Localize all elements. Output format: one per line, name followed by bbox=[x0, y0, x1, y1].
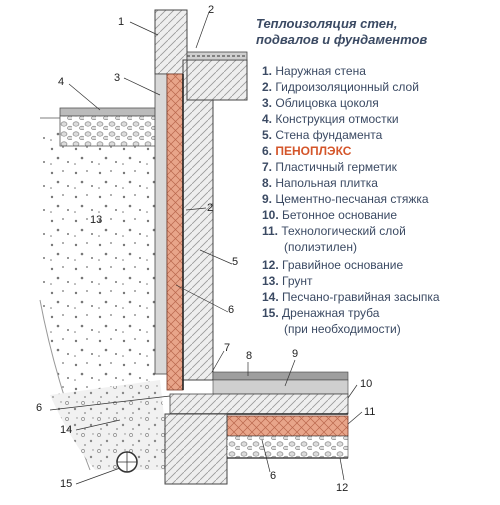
callout-1: 1 bbox=[118, 16, 125, 28]
callout-4: 4 bbox=[58, 76, 65, 88]
sand-gravel-backfill bbox=[50, 380, 170, 470]
insulation-horizontal bbox=[225, 415, 349, 437]
callout-6-bottom: 6 bbox=[270, 470, 277, 482]
callout-3: 3 bbox=[114, 72, 121, 84]
top-slab bbox=[186, 51, 248, 101]
callout-13: 13 bbox=[90, 214, 103, 226]
gravel-base bbox=[226, 435, 349, 459]
legend-item: 4. Конструкция отмостки bbox=[262, 112, 399, 126]
insulation-vertical bbox=[166, 73, 184, 391]
foundation-wall bbox=[182, 59, 214, 381]
callout-5: 5 bbox=[232, 256, 239, 268]
callout-14: 14 bbox=[60, 424, 73, 436]
callout-15: 15 bbox=[60, 478, 73, 490]
drainage-pipe bbox=[116, 451, 138, 473]
footing bbox=[164, 413, 228, 485]
leader-lines bbox=[49, 11, 363, 485]
legend-item: 3. Облицовка цоколя bbox=[262, 96, 379, 110]
callout-6-left: 6 bbox=[36, 402, 43, 414]
legend-item: 9. Цементно-песчаная стяжка bbox=[262, 192, 429, 206]
callout-2-top: 2 bbox=[208, 4, 215, 16]
callout-6-mid: 6 bbox=[228, 304, 235, 316]
legend-item: 5. Стена фундамента bbox=[262, 128, 383, 142]
floor-layers bbox=[169, 371, 349, 415]
callout-10: 10 bbox=[360, 378, 373, 390]
legend-item: 8. Напольная плитка bbox=[262, 176, 378, 190]
plinth-facing bbox=[154, 73, 168, 375]
legend-item: 11. Технологический слой bbox=[262, 224, 406, 238]
callout-2-mid: 2 bbox=[207, 202, 214, 214]
diagram-title: Теплоизоляция стен, подвалов и фундамент… bbox=[256, 16, 427, 48]
callout-7: 7 bbox=[224, 342, 231, 354]
legend-item-continuation: (при необходимости) bbox=[284, 322, 401, 336]
legend-item: 10. Бетонное основание bbox=[262, 208, 398, 222]
callout-11: 11 bbox=[364, 406, 376, 418]
blind-area bbox=[40, 107, 161, 147]
legend-item: 13. Грунт bbox=[262, 274, 313, 288]
legend-item-continuation: (полиэтилен) bbox=[284, 240, 357, 254]
callout-8: 8 bbox=[246, 350, 253, 362]
legend-item: 7. Пластичный герметик bbox=[262, 160, 397, 174]
legend-item: 15. Дренажная труба bbox=[262, 306, 380, 320]
legend-item: 1. Наружная стена bbox=[262, 64, 366, 78]
legend-item: 12. Гравийное основание bbox=[262, 258, 404, 272]
callout-12: 12 bbox=[336, 482, 349, 494]
callout-9: 9 bbox=[292, 348, 299, 360]
legend-item: 14. Песчано-гравийная засыпка bbox=[262, 290, 440, 304]
legend-item-penoplex: 6. ПЕНОПЛЭКС bbox=[262, 144, 352, 158]
legend-item: 2. Гидроизоляционный слой bbox=[262, 80, 419, 94]
title-line-2: подвалов и фундаментов bbox=[256, 32, 428, 47]
title-line-1: Теплоизоляция стен, bbox=[256, 16, 398, 31]
outer-wall bbox=[154, 9, 188, 75]
